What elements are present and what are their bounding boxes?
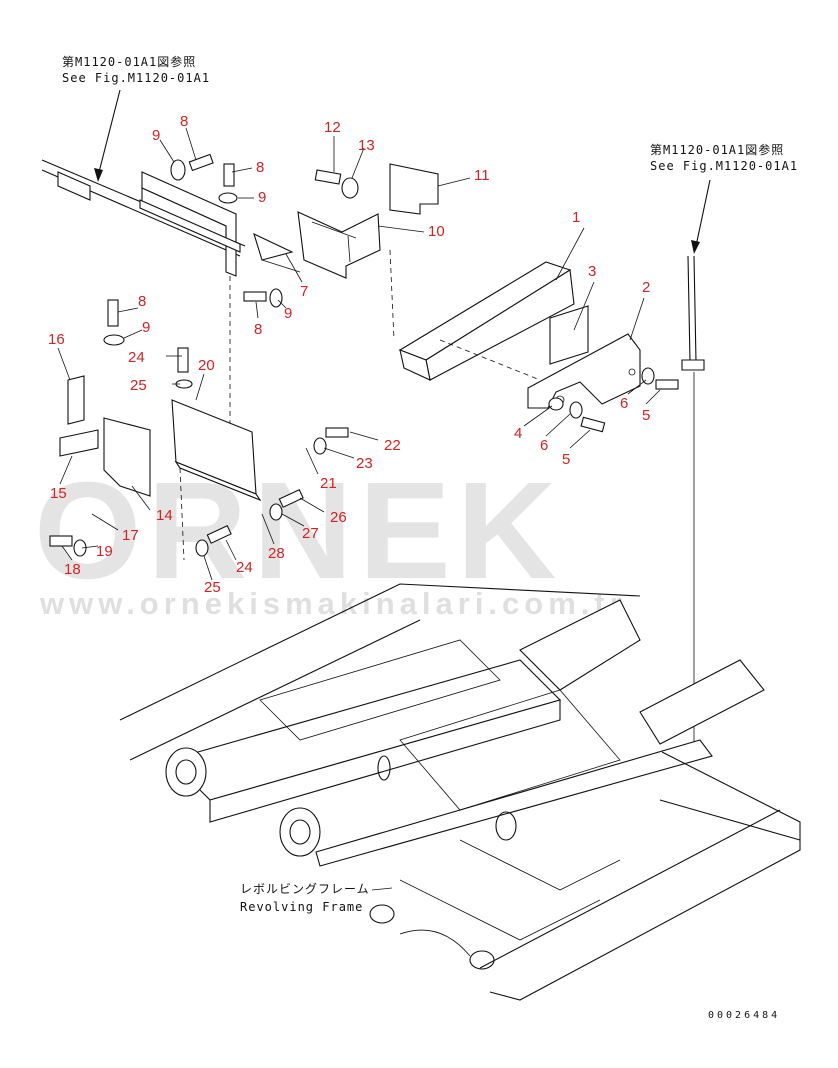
drawing-number: 00026484: [708, 1010, 780, 1021]
callout-19: 19: [96, 543, 113, 560]
bracket-part-14: [59, 375, 185, 561]
callout-9d: 9: [284, 305, 292, 322]
callout-18: 18: [64, 561, 81, 578]
callout-20: 20: [198, 357, 215, 374]
callout-27: 27: [302, 525, 319, 542]
callout-11: 11: [474, 167, 490, 184]
stay-right: [681, 255, 705, 752]
reference-right-jp: 第M1120-01A1図参照: [650, 142, 784, 157]
cover-part-1: [389, 249, 575, 381]
callout-5b: 5: [562, 451, 570, 468]
callout-8c: 8: [138, 293, 146, 310]
callout-9b: 9: [258, 189, 266, 206]
callout-6a: 6: [620, 395, 628, 412]
callout-8d: 8: [254, 321, 262, 338]
callout-16: 16: [48, 331, 65, 348]
leader-lines: [57, 127, 661, 581]
callout-28: 28: [268, 545, 285, 562]
reference-note-left: 第M1120-01A1図参照 See Fig.M1120-01A1: [62, 54, 210, 182]
callout-24a: 24: [128, 349, 145, 366]
callout-8b: 8: [256, 159, 264, 176]
callout-1: 1: [572, 209, 580, 226]
callout-17: 17: [122, 527, 139, 544]
callout-2: 2: [642, 279, 650, 296]
callout-9c: 9: [142, 319, 150, 336]
callout-26: 26: [330, 509, 347, 526]
callout-23: 23: [356, 455, 373, 472]
callout-8a: 8: [180, 113, 188, 130]
callout-3: 3: [588, 263, 596, 280]
watermark: ORNEK www.ornekismakinalari.com.tr: [34, 454, 627, 621]
callout-13: 13: [358, 137, 375, 154]
callout-25b: 25: [204, 579, 221, 596]
reference-note-right: 第M1120-01A1図参照 See Fig.M1120-01A1: [650, 142, 798, 254]
callouts: 1 2 3 4 5 5 6 6 7 8 8 8 8 9 9 9 9 10 11 …: [48, 113, 650, 596]
callout-21: 21: [320, 475, 337, 492]
frame-label-en: Revolving Frame: [240, 900, 363, 914]
callout-4: 4: [514, 425, 522, 442]
callout-15: 15: [50, 485, 67, 502]
callout-12: 12: [324, 119, 341, 136]
bolts: [49, 153, 679, 547]
callout-22: 22: [384, 437, 401, 454]
callout-14: 14: [156, 507, 173, 524]
callout-25a: 25: [130, 377, 147, 394]
plate-part-10: [297, 211, 381, 279]
revolving-frame: [119, 583, 801, 1001]
callout-6b: 6: [540, 437, 548, 454]
callout-5a: 5: [642, 407, 650, 424]
frame-label: レボルビングフレーム Revolving Frame: [240, 882, 393, 914]
callout-7: 7: [300, 283, 308, 300]
cover-part-20: [171, 399, 262, 502]
reference-right-en: See Fig.M1120-01A1: [650, 159, 798, 173]
washers: [73, 159, 655, 557]
callout-24b: 24: [236, 559, 253, 576]
pad-part-3: [549, 305, 589, 365]
bracket-part-7: [41, 159, 301, 430]
reference-left-jp: 第M1120-01A1図参照: [62, 54, 196, 69]
plate-part-11: [389, 163, 439, 215]
watermark-url: www.ornekismakinalari.com.tr: [39, 586, 627, 621]
frame-label-jp: レボルビングフレーム: [240, 882, 370, 896]
callout-9a: 9: [152, 127, 160, 144]
callout-10: 10: [428, 223, 445, 240]
reference-left-en: See Fig.M1120-01A1: [62, 71, 210, 85]
